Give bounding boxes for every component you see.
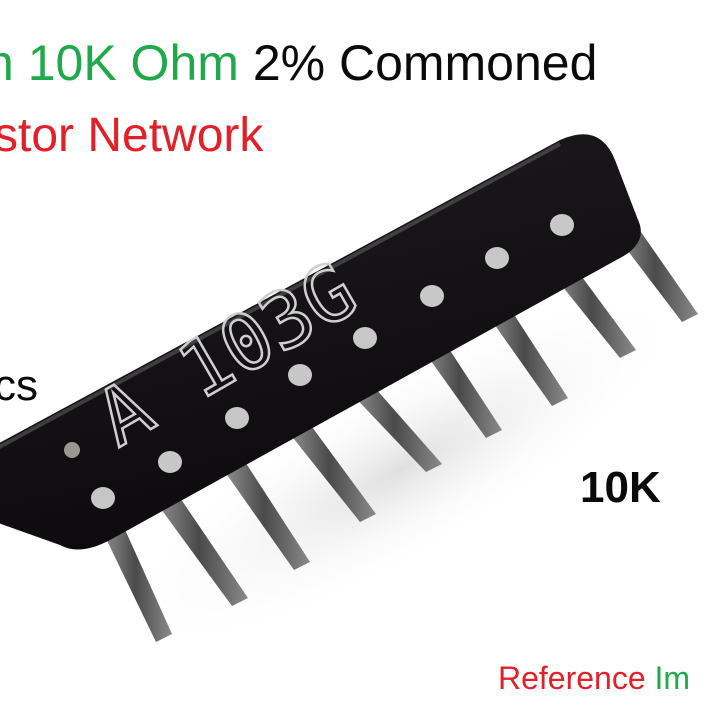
pin-7 [480,296,568,406]
title-green-text: n 10K Ohm [0,35,239,91]
reference-image-label: Reference Im [498,662,690,694]
pin-2 [150,486,248,606]
reference-red-text: Reference [498,660,646,696]
title-line-2: stor Network [0,112,263,160]
quantity-label: cs [0,361,38,410]
body-reflections [91,214,574,509]
value-label: 10K [580,463,661,512]
pin-1 [98,514,172,642]
resistor-body [0,134,641,550]
pin-4 [282,416,376,522]
pin-3 [218,454,310,570]
body-highlight [0,142,561,449]
pin-5 [346,380,442,472]
pin1-indicator-dot [64,442,80,458]
reference-green-text: Im [654,660,691,696]
title-red-text: stor Network [0,109,264,162]
title-black-text: 2% Commoned [252,35,598,91]
title-line-1: n 10K Ohm 2% Commoned [0,38,597,88]
